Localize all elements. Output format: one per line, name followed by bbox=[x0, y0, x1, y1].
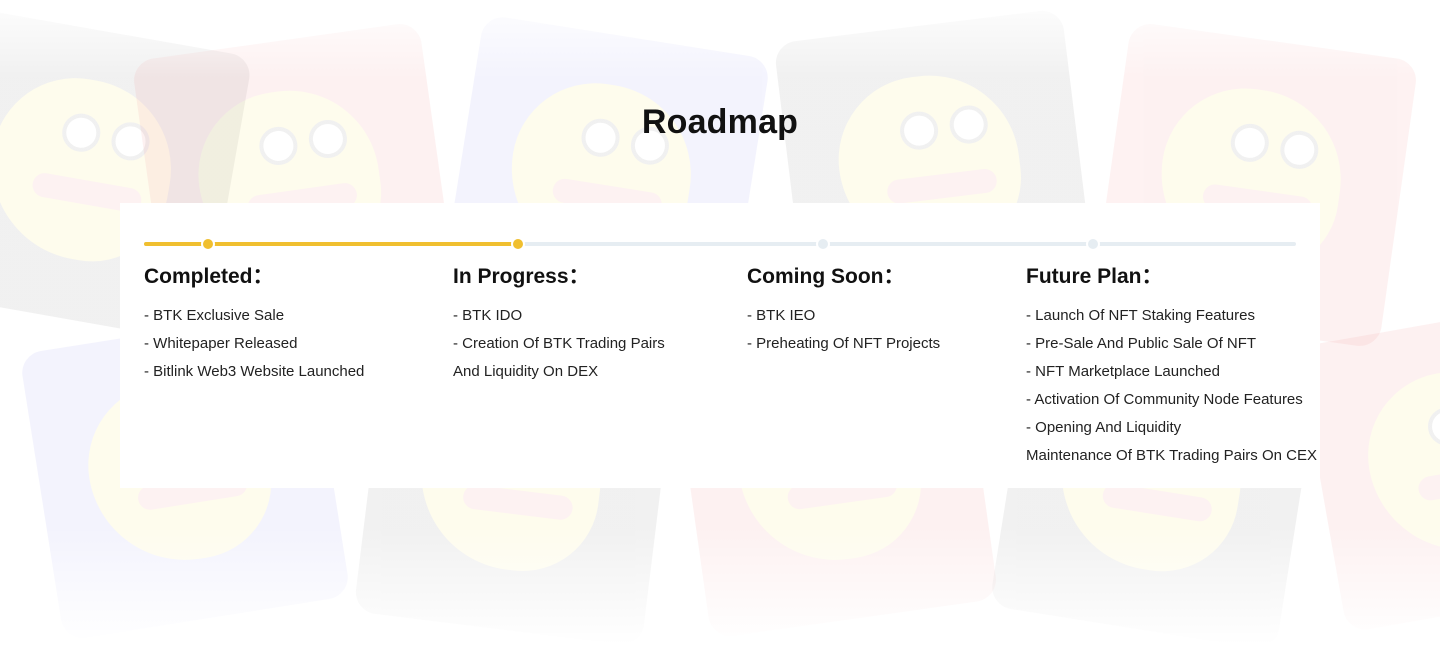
milestone-dot-future-plan bbox=[1088, 239, 1098, 249]
milestone-dot-coming-soon bbox=[818, 239, 828, 249]
phase-heading: Completed： bbox=[144, 265, 274, 288]
phase-item: - Whitepaper Released bbox=[144, 335, 298, 352]
phase-item: - BTK IEO bbox=[747, 307, 816, 324]
phase-item: And Liquidity On DEX bbox=[453, 363, 599, 380]
phase-item-list: - BTK IDO - Creation Of BTK Trading Pair… bbox=[453, 302, 665, 386]
roadmap-progress-track bbox=[144, 242, 1296, 246]
phase-item: - BTK IDO bbox=[453, 307, 523, 324]
phase-item: - BTK Exclusive Sale bbox=[144, 307, 285, 324]
phase-completed: Completed： - BTK Exclusive Sale - Whitep… bbox=[144, 260, 364, 386]
phase-item: - Launch Of NFT Staking Features bbox=[1026, 307, 1255, 324]
milestone-dot-in-progress bbox=[513, 239, 523, 249]
phase-coming-soon: Coming Soon： - BTK IEO - Preheating Of N… bbox=[747, 260, 940, 358]
phase-item: - Creation Of BTK Trading Pairs bbox=[453, 335, 665, 352]
roadmap-progress-fill bbox=[144, 242, 521, 246]
phase-item-list: - BTK IEO - Preheating Of NFT Projects bbox=[747, 302, 940, 358]
phase-item: - Bitlink Web3 Website Launched bbox=[144, 363, 365, 380]
roadmap-panel: Completed： - BTK Exclusive Sale - Whitep… bbox=[120, 203, 1320, 488]
phase-item: Maintenance Of BTK Trading Pairs On CEX bbox=[1026, 447, 1317, 464]
milestone-dot-completed bbox=[203, 239, 213, 249]
phase-heading: Future Plan： bbox=[1026, 265, 1163, 288]
phase-future-plan: Future Plan： - Launch Of NFT Staking Fea… bbox=[1026, 260, 1317, 470]
phase-item: - Pre-Sale And Public Sale Of NFT bbox=[1026, 335, 1257, 352]
phase-item-list: - BTK Exclusive Sale - Whitepaper Releas… bbox=[144, 302, 364, 386]
phase-item: - Preheating Of NFT Projects bbox=[747, 335, 941, 352]
phase-heading: In Progress： bbox=[453, 265, 590, 288]
phase-item: - Activation Of Community Node Features bbox=[1026, 391, 1303, 408]
phase-heading: Coming Soon： bbox=[747, 265, 905, 288]
phase-item: - Opening And Liquidity bbox=[1026, 419, 1182, 436]
phase-item-list: - Launch Of NFT Staking Features - Pre-S… bbox=[1026, 302, 1317, 470]
page-title: Roadmap bbox=[641, 103, 799, 141]
phase-in-progress: In Progress： - BTK IDO - Creation Of BTK… bbox=[453, 260, 665, 386]
phase-item: - NFT Marketplace Launched bbox=[1026, 363, 1220, 380]
